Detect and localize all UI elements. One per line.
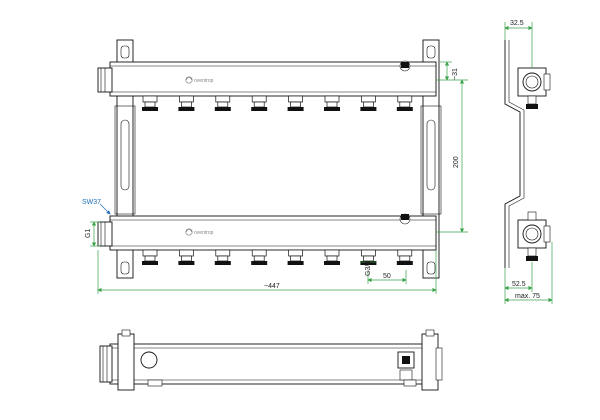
outlet-fitting bbox=[142, 249, 158, 265]
dim-total-length-label: ~447 bbox=[264, 283, 280, 290]
side-bottom-manifold bbox=[517, 211, 551, 261]
dim-top-depth-label: 32.5 bbox=[510, 20, 524, 27]
bottom-manifold-bar: oventrop bbox=[97, 213, 437, 251]
brand-label-bottom: oventrop bbox=[194, 230, 214, 236]
outlet-fitting bbox=[360, 95, 377, 111]
outlet-row-bottom bbox=[142, 249, 413, 265]
outlet-fitting bbox=[287, 95, 304, 111]
outlet-fitting bbox=[214, 249, 231, 265]
dim-wrench-size-label: SW37 bbox=[82, 199, 101, 206]
side-view: 32.5 52.5 max. 75 bbox=[504, 20, 553, 304]
front-view: oventrop oventrop 200 bbox=[82, 39, 468, 294]
side-top-manifold bbox=[517, 67, 551, 109]
dimensions-front: 200 ~31 ~447 50 G3/4 G1 S bbox=[82, 61, 468, 294]
outlet-fitting bbox=[178, 249, 195, 265]
dim-outlet-thread-label: G3/4 bbox=[365, 261, 372, 276]
outlet-fitting bbox=[251, 249, 268, 265]
outlet-fitting bbox=[287, 249, 304, 265]
outlet-fitting bbox=[396, 95, 413, 111]
dim-inlet-thread-label: G1 bbox=[85, 229, 92, 238]
dim-height-label: 200 bbox=[453, 156, 460, 168]
outlet-fitting bbox=[214, 95, 231, 111]
outlet-fitting bbox=[251, 95, 268, 111]
dim-top-offset-label: ~31 bbox=[452, 68, 459, 80]
dim-bottom-depth-label: 52.5 bbox=[512, 281, 526, 288]
outlet-fitting bbox=[360, 249, 377, 265]
outlet-fitting bbox=[142, 95, 158, 111]
dimensions-side: 32.5 52.5 max. 75 bbox=[504, 20, 553, 304]
brand-label-top: oventrop bbox=[194, 78, 214, 84]
top-view bbox=[99, 329, 443, 391]
outlet-fitting bbox=[324, 249, 340, 265]
top-manifold-bar: oventrop bbox=[97, 60, 437, 97]
outlet-fitting bbox=[178, 95, 195, 111]
dim-max-depth-label: max. 75 bbox=[515, 293, 540, 300]
outlet-fitting bbox=[396, 249, 413, 265]
dim-pitch-label: 50 bbox=[383, 273, 391, 280]
outlet-row-top bbox=[142, 95, 413, 111]
brand-logo-icon bbox=[185, 76, 193, 84]
brand-logo-icon bbox=[185, 228, 193, 236]
outlet-fitting bbox=[324, 95, 340, 111]
